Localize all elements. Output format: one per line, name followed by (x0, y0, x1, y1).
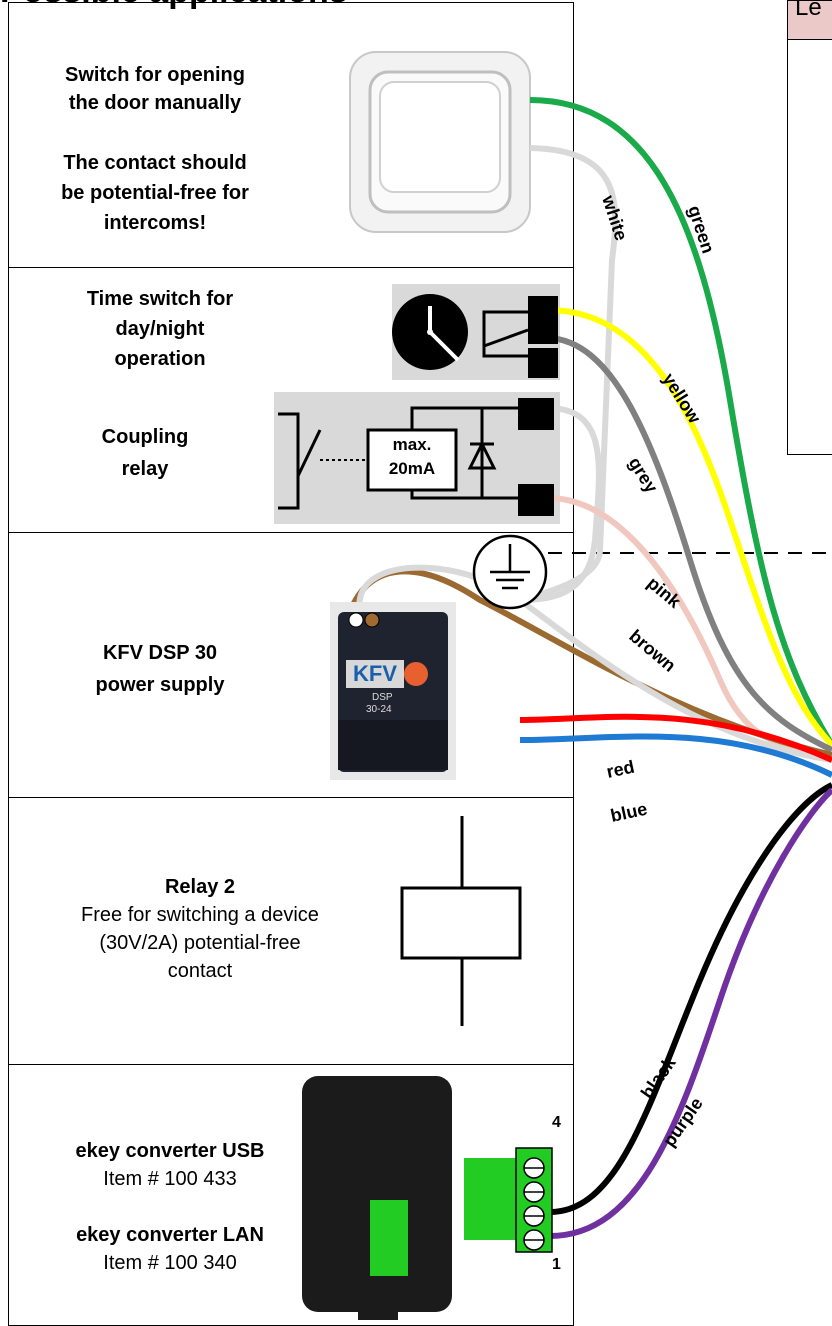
wire-purple (549, 787, 832, 1239)
wire-grey (547, 335, 832, 753)
legend-header (787, 0, 832, 40)
terminal-coupling-2 (518, 484, 554, 516)
usb-title: ekey converter USB (75, 1140, 265, 1162)
usb-item: Item # 100 433 (103, 1168, 237, 1190)
timer-label-2: day/night (115, 318, 205, 340)
coupling-box (366, 428, 458, 492)
legend-title: Le (795, 0, 822, 21)
relay-desc-2: (30V/2A) potential-free (99, 932, 301, 954)
page-heading: Possible applications (0, 0, 560, 11)
wire-label-white: white (598, 192, 632, 243)
wire-white (519, 145, 619, 603)
device-submodel: 30-24 (366, 704, 392, 715)
timer-label-3: operation (114, 348, 206, 370)
switch-label-2: the door manually (68, 92, 242, 114)
wire-green (529, 97, 832, 747)
wire-yellow (547, 307, 832, 748)
wire-label-red: red (605, 757, 637, 782)
relay2-symbol (400, 816, 522, 1026)
relay-desc-3: contact (167, 960, 233, 982)
coupling-box-text-1: max. (392, 435, 432, 454)
wire-blue (519, 733, 832, 778)
relay-title: Relay 2 (164, 876, 236, 898)
ground-icon (472, 534, 548, 610)
wire-black (549, 782, 832, 1215)
wire-label-black: black (637, 1052, 680, 1102)
terminal-coupling-1 (518, 398, 554, 430)
wire-white-2 (519, 405, 602, 603)
lan-title: ekey converter LAN (76, 1224, 264, 1246)
coupling-label-2: relay (121, 458, 169, 480)
switch-note-1: The contact should (63, 152, 247, 174)
device-model: DSP (372, 692, 393, 703)
converter-device (302, 1076, 452, 1320)
power-label-1: KFV DSP 30 (102, 642, 218, 664)
wire-label-yellow: yellow (659, 370, 706, 428)
lan-item: Item # 100 340 (103, 1252, 237, 1274)
kfv-logo-mark (404, 662, 428, 686)
wire-label-brown: brown (625, 626, 679, 676)
timer-label-1: Time switch for (86, 288, 234, 310)
clock-icon (392, 294, 468, 370)
wire-label-pink: pink (643, 573, 685, 613)
time-switch-contact (482, 310, 529, 358)
power-label-2: power supply (95, 674, 225, 696)
switch-note-3: intercoms! (103, 212, 207, 234)
switch-label-1: Switch for opening (65, 64, 245, 86)
coupling-label-1: Coupling (101, 426, 189, 448)
power-supply-device (330, 602, 456, 780)
terminal-block (464, 1147, 553, 1253)
wall-switch-icon (349, 51, 531, 233)
switch-note-2: be potential-free for (61, 182, 249, 204)
terminal-timer-1 (528, 296, 558, 344)
wire-label-blue: blue (609, 799, 649, 826)
wire-red (519, 713, 832, 763)
terminal-timer-2 (528, 348, 558, 378)
relay-desc-1: Free for switching a device (81, 904, 319, 926)
pin-label-bottom: 1 (552, 1256, 561, 1273)
wire-white-3 (356, 564, 832, 763)
pin-label-top: 4 (552, 1114, 561, 1131)
coupling-box-text-2: 20mA (388, 459, 436, 478)
kfv-logo: KFV (346, 660, 404, 688)
